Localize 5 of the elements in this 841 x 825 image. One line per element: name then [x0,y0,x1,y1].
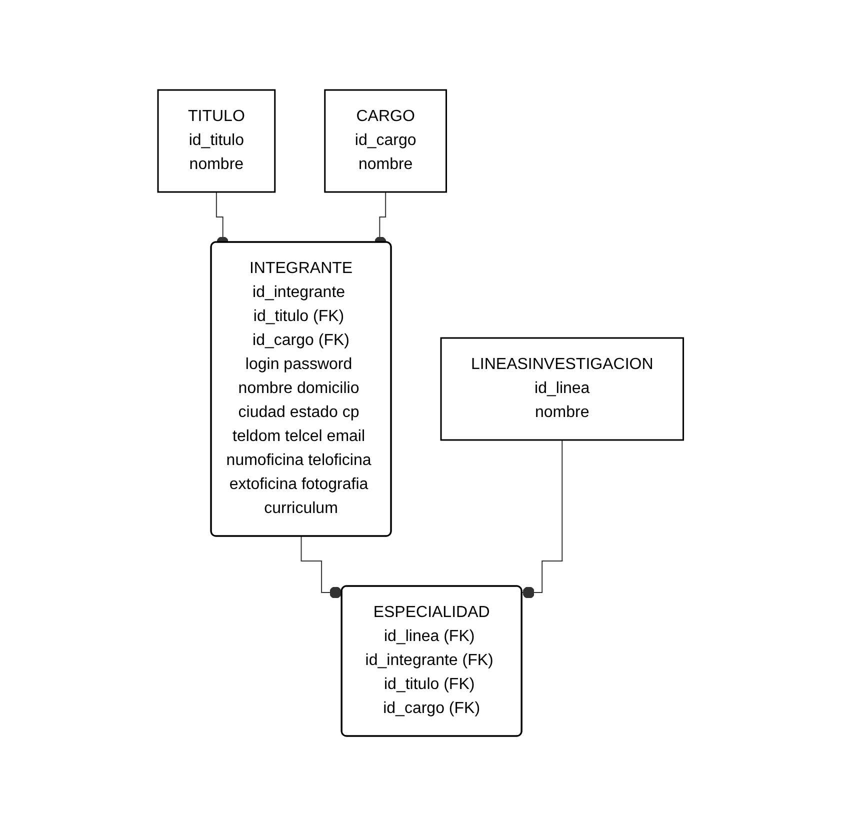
node-box: TITULO id_titulo nombre [157,88,276,192]
node-box: LINEASINVESTIGACION id_linea nombre [440,336,684,440]
node-box: CARGO id_cargo nombre [324,88,447,192]
connector [300,536,342,598]
connector [521,439,562,598]
